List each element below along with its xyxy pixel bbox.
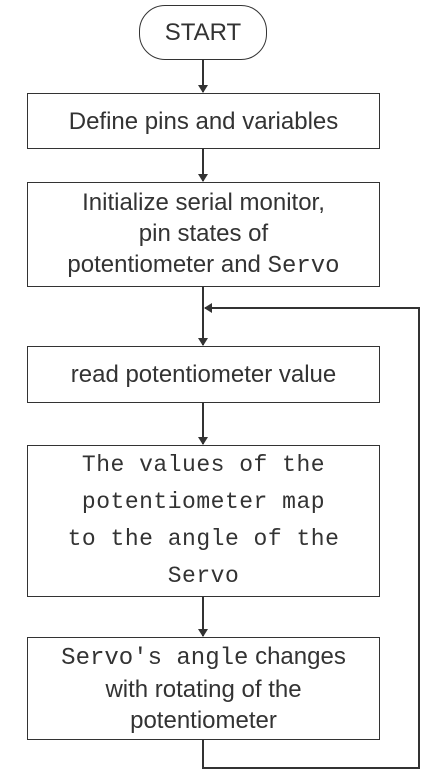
define-pins-label: Define pins and variables — [68, 107, 339, 135]
angle-line-1: Servo's angle changes — [61, 641, 346, 674]
initialize-line-1: Initialize serial monitor, — [82, 189, 325, 216]
angle-line-1-code: Servo's angle — [61, 645, 249, 672]
initialize-line-3-text: potentiometer and — [67, 251, 268, 278]
initialize-line-3-code: Servo — [267, 253, 340, 280]
angle-line-1-text: changes — [248, 643, 346, 670]
initialize-line-3: potentiometer and Servo — [67, 249, 339, 282]
servo-angle-node: Servo's angle changes with rotating of t… — [27, 637, 380, 740]
angle-line-3: potentiometer — [130, 707, 277, 734]
initialize-node: Initialize serial monitor, pin states of… — [27, 182, 380, 287]
map-values-node: The values of the potentiometer map to t… — [27, 445, 380, 597]
loop-back-arrow — [202, 303, 420, 769]
read-potentiometer-node: read potentiometer value — [27, 346, 380, 403]
map-line-3: to the angle of the — [67, 526, 340, 552]
angle-line-2: with rotating of the — [105, 676, 302, 703]
start-node: START — [139, 5, 267, 60]
map-line-4: Servo — [167, 563, 240, 589]
read-potentiometer-label: read potentiometer value — [70, 361, 337, 388]
start-label: START — [164, 19, 242, 46]
initialize-line-2: pin states of — [138, 220, 269, 247]
map-line-1: The values of the — [81, 452, 326, 478]
map-line-2: potentiometer map — [81, 489, 326, 515]
define-pins-node: Define pins and variables — [27, 93, 380, 149]
